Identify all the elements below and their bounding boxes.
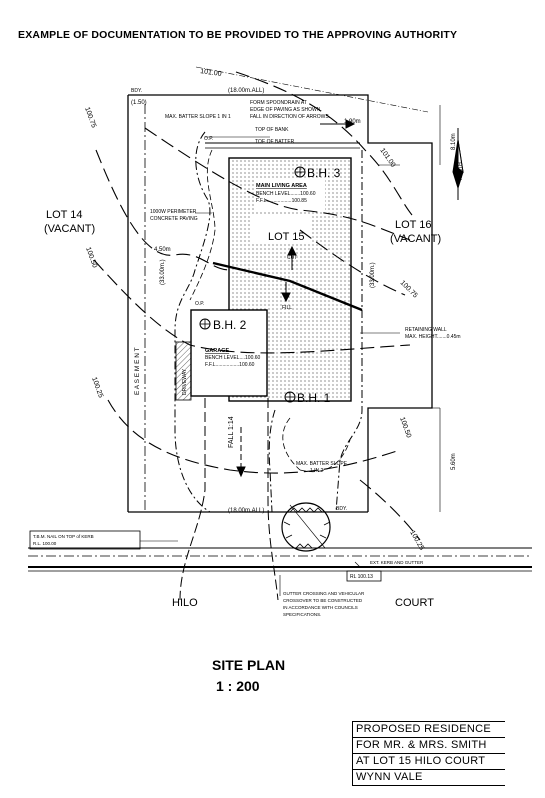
lot-15-label: LOT 15: [268, 231, 305, 243]
note-crossing-1: GUTTER CROSSING AND VEHICULAR: [283, 591, 365, 596]
batter-outline-right: [335, 150, 363, 513]
street-name-court: COURT: [395, 597, 434, 609]
note-bdy-top: BDY.: [131, 88, 142, 94]
note-toe-of-batter: TOE OF BATTER: [255, 139, 295, 145]
site-plan-scale: 1 : 200: [216, 678, 260, 694]
dim-right-depth: (33.00m.): [370, 262, 376, 288]
note-top-of-bank: TOP OF BANK: [255, 127, 289, 133]
contour-label-left-upper: 100.75: [83, 106, 97, 129]
dim-right-lower: 5.60m: [451, 453, 457, 470]
note-cut: CUT: [287, 255, 297, 261]
contour-label-top: 101.00: [200, 68, 222, 78]
contour-label-left-lower: 100.25: [90, 376, 104, 399]
note-batter-top: MAX. BATTER SLOPE 1 IN 1: [165, 114, 231, 120]
note-batter-bottom-2: 1 IN 2: [310, 468, 324, 474]
note-tbm-2: R.L. 100.00: [33, 541, 57, 546]
title-line-3: AT LOT 15 HILO COURT: [353, 754, 505, 770]
lot-16-label: LOT 16: [395, 219, 432, 231]
note-retaining-wall-2: MAX. HEIGHT.......0.45m: [405, 334, 461, 340]
title-block: PROPOSED RESIDENCE FOR MR. & MRS. SMITH …: [352, 721, 505, 786]
north-arrow: [452, 128, 464, 200]
dim-top-width: (18.00m.ALL): [228, 88, 264, 94]
dim-left-depth: (33.00m.): [160, 259, 166, 285]
dim-rear: 8.10m: [451, 133, 457, 150]
note-crossing-4: SPECIFICATIONS.: [283, 612, 321, 617]
dim-top-left: (1.50): [131, 100, 147, 106]
driveway-edge-right: [267, 398, 279, 601]
contour-100-25: [107, 399, 401, 474]
lot-boundary: [128, 94, 433, 512]
lot-14-status: (VACANT): [44, 223, 95, 235]
lot-16-status: (VACANT): [390, 233, 441, 245]
note-garage-bench: BENCH LEVEL....100.60: [205, 355, 261, 361]
borehole-3-label: B.H. 3: [307, 166, 341, 180]
borehole-2: B.H. 2: [199, 318, 247, 332]
note-rl: RL 100.13: [350, 574, 373, 580]
contour-100-75-left: [95, 149, 231, 271]
tree-canopy: [281, 502, 331, 552]
lot-14-label: LOT 14: [46, 209, 83, 221]
borehole-3: B.H. 3: [294, 166, 341, 180]
site-plan-title: SITE PLAN: [212, 657, 286, 673]
note-spoon-drain-3: FALL IN DIRECTION OF ARROWS.: [250, 114, 330, 120]
note-retaining-wall-1: RETAINING WALL: [405, 327, 447, 333]
header-title: EXAMPLE OF DOCUMENTATION TO BE PROVIDED …: [18, 29, 458, 41]
title-line-1: PROPOSED RESIDENCE: [353, 722, 505, 738]
driveway-edge-left: [179, 398, 206, 601]
note-main-living-bench: BENCH LEVEL.......100.60: [256, 191, 316, 197]
note-crossing-2: CROSSOVER TO BE CONSTRUCTED: [283, 598, 363, 603]
note-garage-ffl: F.F.L.................100.60: [205, 362, 255, 368]
dim-front-setback: 1.90m: [344, 119, 361, 125]
note-spoon-drain-2: EDGE OF PAVING AS SHOWN.: [250, 107, 322, 113]
note-driveway: DRIVEWAY: [182, 368, 188, 395]
note-crossing-3: IN ACCORDANCE WITH COUNCILS: [283, 605, 358, 610]
borehole-2-label: B.H. 2: [213, 318, 247, 332]
borehole-1: B.H. 1: [284, 391, 331, 405]
note-op-top: O.P.: [204, 136, 213, 142]
contour-label-right-middle: 100.75: [399, 279, 419, 299]
contour-100-75-upper: [144, 127, 411, 241]
note-spoon-drain-1: FORM SPOONDRAIN AT: [250, 100, 307, 106]
note-easement: E A S E M E N T: [134, 347, 141, 395]
note-batter-bottom-1: MAX. BATTER SLOPE: [296, 461, 348, 467]
north-label: NORTH: [458, 162, 464, 180]
dim-side-setback: 4.50m: [154, 247, 171, 253]
contour-label-left-middle: 100.50: [84, 246, 98, 269]
note-main-living-ffl: F.F.L..................100.85: [256, 198, 307, 204]
note-fall: FALL 1:14: [228, 416, 235, 448]
note-bdy-bottom: BDY.: [336, 506, 347, 512]
note-op-garage: O.P.: [195, 301, 204, 307]
note-paving-2: CONCRETE PAVING: [150, 216, 198, 222]
note-main-living-title: MAIN LIVING AREA: [256, 183, 307, 189]
note-fill: FILL: [282, 305, 292, 311]
note-garage-title: GARAGE: [205, 348, 229, 354]
dim-bottom-width: (18.00m.ALL): [228, 508, 264, 514]
borehole-1-label: B.H. 1: [297, 391, 331, 405]
contour-100-50: [93, 259, 411, 354]
contour-label-right-lower: 100.50: [398, 416, 412, 439]
batter-outline-left: [174, 131, 211, 513]
note-paving-1: 1000W PERIMETER: [150, 209, 197, 215]
contour-label-right-upper: 101.00: [378, 147, 396, 169]
title-line-4: WYNN VALE: [353, 770, 505, 786]
note-kerb: EXT. KERB AND GUTTER: [370, 560, 424, 565]
contour-101-00: [235, 71, 413, 216]
title-line-2: FOR MR. & MRS. SMITH: [353, 738, 505, 754]
street-name-hilo: HILO: [172, 597, 198, 609]
cut-fill-line: [212, 261, 363, 312]
note-tbm-1: T.B.M. NAIL ON TOP of KERB: [33, 534, 94, 539]
